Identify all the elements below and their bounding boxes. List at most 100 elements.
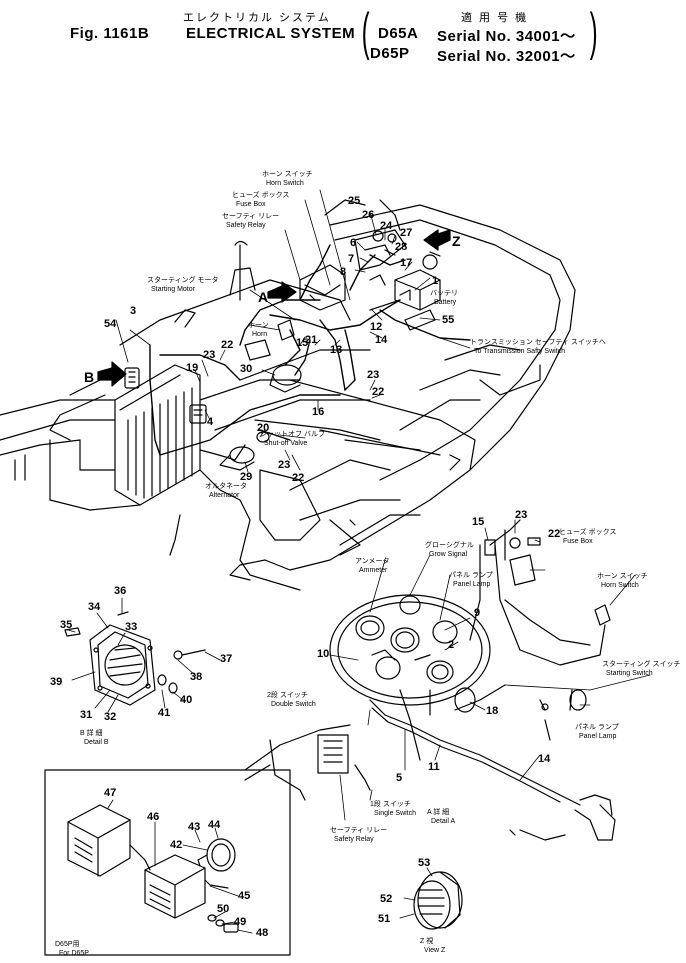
callout-en-8: Alternator xyxy=(209,492,240,499)
callout-en-4: Horn xyxy=(252,331,267,338)
part-number-main-25: 16 xyxy=(312,406,324,418)
view-letter-b: B xyxy=(84,369,94,385)
part-number-main-26: 20 xyxy=(257,422,269,434)
part-number-detail_b-4: 37 xyxy=(220,653,232,665)
callout-jp-19: セーフティ リレー xyxy=(330,826,387,834)
part-number-detail_a-2: 22 xyxy=(548,528,560,540)
callout-jp-18: A 詳 細 xyxy=(427,807,449,816)
part-number-main-20: 19 xyxy=(186,362,198,374)
part-number-labels: 2526272428678117125514152113543232219430… xyxy=(50,195,560,939)
part-number-d65p-7: 49 xyxy=(234,916,246,928)
callout-jp-1: ヒューズ ボックス xyxy=(232,190,289,199)
title-japanese: エレクトリカル システム xyxy=(183,12,331,24)
callout-jp-11: パネル ランプ xyxy=(449,571,493,579)
part-number-main-14: 21 xyxy=(305,334,317,346)
figure-label: Fig. 1161B xyxy=(70,25,150,42)
part-number-main-11: 55 xyxy=(442,314,454,326)
part-number-main-16: 54 xyxy=(104,318,117,330)
callout-en-0: Horn Switch xyxy=(266,180,304,187)
callout-jp-7: シャットオフ バルブ xyxy=(260,429,325,438)
view-arrows xyxy=(97,229,451,387)
part-number-detail_b-5: 38 xyxy=(190,671,202,683)
callout-jp-3: スターティング モータ xyxy=(147,275,219,284)
callout-en-14: Starting Switch xyxy=(606,670,653,677)
part-number-main-15: 13 xyxy=(330,344,342,356)
callout-en-22: View Z xyxy=(424,947,446,954)
model-2: D65P xyxy=(370,45,410,62)
callout-jp-6: トランスミッション セーフティ スイッチへ xyxy=(470,338,606,346)
part-number-main-22: 30 xyxy=(240,363,252,375)
callout-jp-13: ホーン スイッチ xyxy=(597,572,648,580)
view-z-lamp xyxy=(413,871,463,930)
callout-jp-2: セーフティ リレー xyxy=(222,212,279,220)
part-number-view_z-1: 52 xyxy=(380,893,392,905)
detail-a-wiring xyxy=(244,519,613,841)
part-number-detail_a-5: 10 xyxy=(317,648,329,660)
part-number-main-2: 27 xyxy=(400,227,412,239)
part-number-main-0: 25 xyxy=(348,195,360,207)
part-number-d65p-5: 45 xyxy=(238,890,250,902)
view-letters: ABZ xyxy=(84,233,461,385)
part-number-main-27: 29 xyxy=(240,471,252,483)
arrow-z-icon xyxy=(423,229,451,251)
part-number-detail_a-6: 18 xyxy=(486,705,498,717)
part-number-main-10: 12 xyxy=(370,321,382,333)
detail-b-part xyxy=(64,611,206,706)
part-number-d65p-0: 47 xyxy=(104,787,116,799)
callout-en-18: Detail A xyxy=(431,818,455,825)
part-number-d65p-1: 46 xyxy=(147,811,159,823)
callout-jp-5: バッテリ xyxy=(430,289,458,297)
main-wiring xyxy=(149,244,471,456)
part-number-view_z-2: 51 xyxy=(378,913,390,925)
part-number-main-5: 6 xyxy=(350,237,356,249)
part-number-main-18: 23 xyxy=(203,349,215,361)
part-number-detail_a-1: 23 xyxy=(515,509,527,521)
part-number-main-7: 8 xyxy=(340,266,346,278)
part-number-main-23: 23 xyxy=(367,369,379,381)
d65p-parts xyxy=(67,804,239,933)
callout-en-19: Safety Relay xyxy=(334,836,374,843)
detail-a-leaders xyxy=(329,519,651,821)
part-number-main-9: 17 xyxy=(400,257,412,269)
part-number-detail_a-9: 14 xyxy=(538,753,551,765)
applicable-label: 適 用 号 機 xyxy=(461,12,529,24)
main-leaders xyxy=(115,189,471,473)
part-number-detail_b-8: 32 xyxy=(104,711,116,723)
detail-a-panel xyxy=(329,594,491,713)
callout-en-10: Ammeter xyxy=(359,567,388,574)
part-number-d65p-4: 42 xyxy=(170,839,182,851)
callout-en-16: Panel Lamp xyxy=(579,733,616,740)
part-number-main-3: 24 xyxy=(380,220,393,232)
callout-jp-9: グローシグナル xyxy=(425,540,474,549)
view-z-leaders xyxy=(399,867,433,919)
part-number-d65p-3: 44 xyxy=(208,819,221,831)
part-number-detail_b-2: 33 xyxy=(125,621,137,633)
callout-jp-22: Z 視 xyxy=(420,936,433,945)
detail-a-parts xyxy=(484,537,616,841)
callout-jp-17: 1段 スイッチ xyxy=(370,799,411,808)
callout-en-21: For D65P xyxy=(59,950,89,957)
part-number-detail_a-7: 5 xyxy=(396,772,402,784)
part-number-main-6: 7 xyxy=(348,253,354,265)
arrow-b-icon xyxy=(97,361,127,387)
callout-jp-8: オルタネータ xyxy=(205,481,247,490)
callout-en-15: Double Switch xyxy=(271,701,316,708)
part-number-main-8: 1 xyxy=(432,275,438,287)
title-english: ELECTRICAL SYSTEM xyxy=(186,25,356,42)
part-number-main-28: 23 xyxy=(278,459,290,471)
callout-en-17: Single Switch xyxy=(374,810,416,817)
callout-en-6: To Transmission Safty Switch xyxy=(474,348,565,355)
callout-en-9: Grow Signal xyxy=(429,551,468,558)
view-letter-a: A xyxy=(258,289,268,305)
part-number-main-19: 22 xyxy=(221,339,233,351)
part-number-detail_b-1: 34 xyxy=(88,601,101,613)
part-number-d65p-2: 43 xyxy=(188,821,200,833)
callout-en-3: Starting Motor xyxy=(151,286,196,293)
d65p-frame xyxy=(44,769,291,956)
part-number-view_z-0: 53 xyxy=(418,857,430,869)
callout-jp-12: ヒューズ ボックス xyxy=(559,527,616,536)
callout-jp-15: 2段 スイッチ xyxy=(267,690,308,699)
d65p-leaders xyxy=(107,799,253,934)
part-number-d65p-6: 50 xyxy=(217,903,229,915)
